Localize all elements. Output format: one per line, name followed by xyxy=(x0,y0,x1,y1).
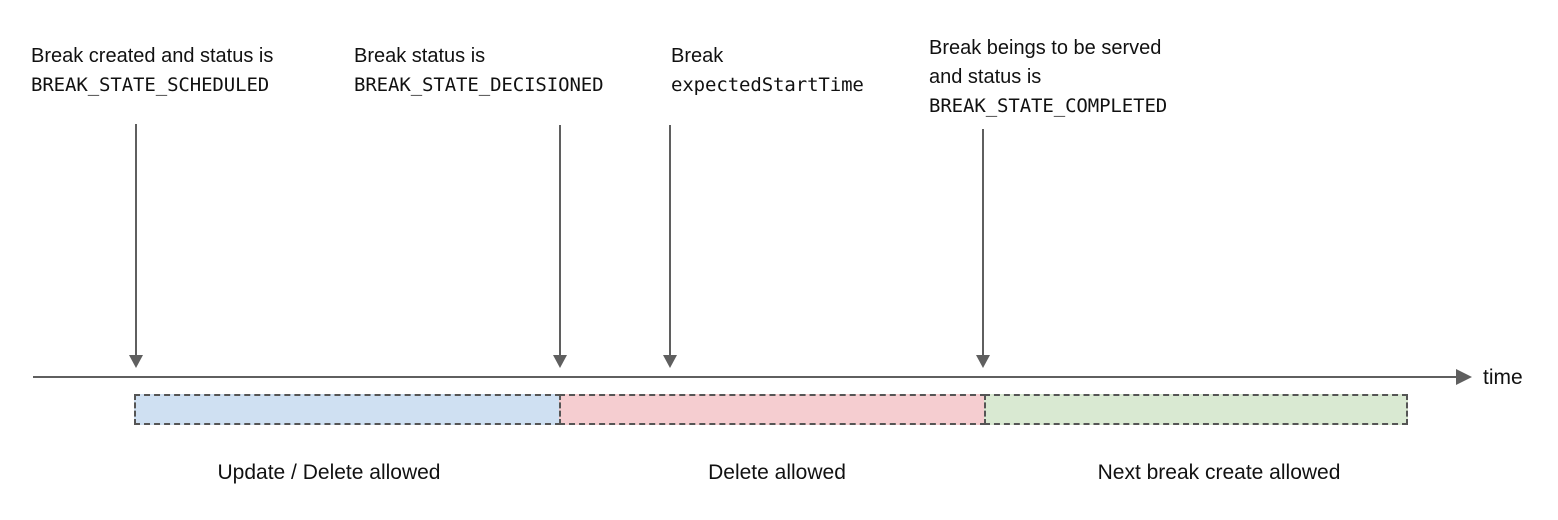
arrow-right-icon xyxy=(1456,369,1472,385)
arrow-down-icon xyxy=(976,355,990,368)
arrow-down-icon xyxy=(663,355,677,368)
pointer-shaft xyxy=(559,125,561,355)
annotation-expected-start-time-line-2: expectedStartTime xyxy=(671,74,864,96)
annotation-expected-start-time-line-1: Break xyxy=(671,45,724,67)
annotation-scheduled-line-1: Break created and status is xyxy=(31,45,274,67)
arrow-down-icon xyxy=(129,355,143,368)
pointer-shaft xyxy=(135,124,137,355)
annotation-completed-line-1: Break beings to be served xyxy=(929,37,1162,59)
pointer-shaft xyxy=(669,125,671,355)
caption-next-break-create-allowed: Next break create allowed xyxy=(1097,461,1341,484)
annotation-expected-start-time: Break expectedStartTime xyxy=(671,42,864,100)
annotation-scheduled: Break created and status is BREAK_STATE_… xyxy=(31,42,273,100)
pointer-arrow-expected-start-time xyxy=(663,125,677,368)
pointer-shaft xyxy=(982,129,984,355)
annotation-completed-line-2: and status is xyxy=(929,66,1042,88)
pointer-arrow-scheduled xyxy=(129,124,143,368)
phase-segment-update-delete xyxy=(134,394,561,425)
phase-bar xyxy=(134,394,1408,425)
annotation-completed: Break beings to be served and status is … xyxy=(929,34,1167,121)
caption-delete-allowed: Delete allowed xyxy=(708,461,846,484)
annotation-decisioned-line-2: BREAK_STATE_DECISIONED xyxy=(354,74,604,96)
time-axis-label: time xyxy=(1483,366,1523,389)
phase-segment-delete xyxy=(559,394,986,425)
pointer-arrow-completed xyxy=(976,129,990,368)
arrow-down-icon xyxy=(553,355,567,368)
annotation-scheduled-line-2: BREAK_STATE_SCHEDULED xyxy=(31,74,270,96)
annotation-decisioned-line-1: Break status is xyxy=(354,45,486,67)
caption-update-delete-allowed: Update / Delete allowed xyxy=(217,461,441,484)
pointer-arrow-decisioned xyxy=(553,125,567,368)
annotation-decisioned: Break status is BREAK_STATE_DECISIONED xyxy=(354,42,604,100)
time-axis-line xyxy=(33,376,1470,378)
annotation-completed-line-3: BREAK_STATE_COMPLETED xyxy=(929,95,1168,117)
phase-segment-next-break xyxy=(984,394,1408,425)
